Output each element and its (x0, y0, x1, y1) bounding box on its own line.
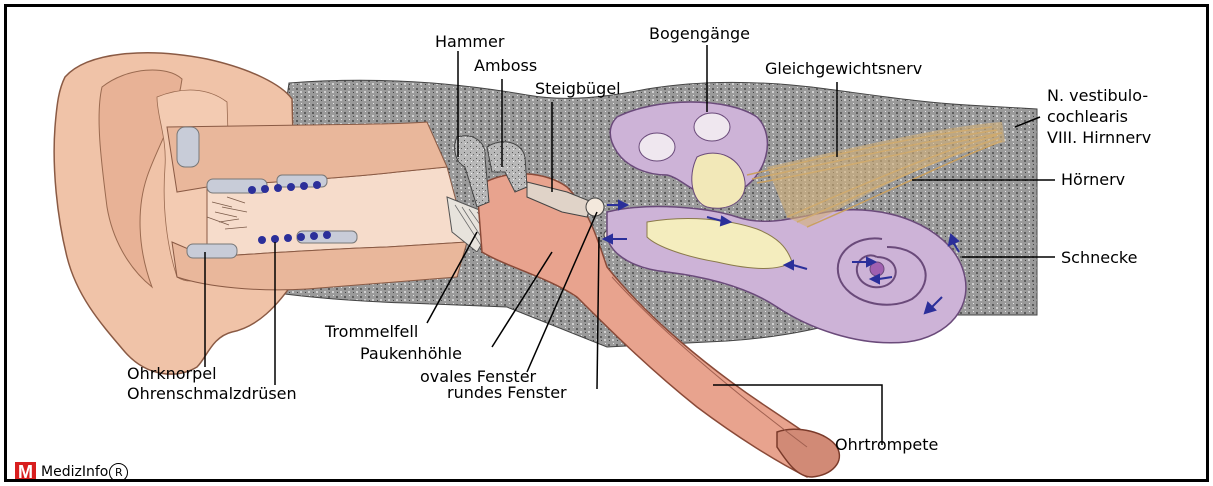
medizinfo-logo: M MedizInfo R (15, 461, 128, 482)
label-paukenhoehle: Paukenhöhle (360, 344, 462, 363)
canal-hole-2 (694, 113, 730, 141)
eustachian-tube-end (777, 429, 839, 477)
label-steigbuegel: Steigbügel (535, 79, 621, 98)
logo-name: MedizInfo (41, 464, 108, 480)
canal-hole-1 (639, 133, 675, 161)
label-ohrknorpel: Ohrknorpel (127, 364, 217, 383)
ear-anatomy-diagram: Hammer Amboss Steigbügel Bogengänge Glei… (7, 7, 1209, 482)
logo-letter-box: M (15, 462, 36, 482)
label-rundes-fenster: rundes Fenster (447, 383, 567, 402)
cartilage-4 (187, 244, 237, 258)
label-vestibulo-1: N. vestibulo- (1047, 86, 1148, 105)
cartilage-1 (177, 127, 199, 167)
label-gleichgewichtsnerv: Gleichgewichtsnerv (765, 59, 922, 78)
label-ohrtrompete: Ohrtrompete (835, 435, 938, 454)
label-hoernerv: Hörnerv (1061, 170, 1125, 189)
registered-mark: R (109, 463, 128, 482)
label-hammer: Hammer (435, 32, 505, 51)
label-schnecke: Schnecke (1061, 248, 1137, 267)
label-bogengaenge: Bogengänge (649, 24, 750, 43)
diagram-frame: Hammer Amboss Steigbügel Bogengänge Glei… (4, 4, 1209, 482)
label-trommelfell: Trommelfell (324, 322, 418, 341)
label-vestibulo-2: cochlearis (1047, 107, 1128, 126)
cartilage-2 (207, 179, 267, 193)
label-ohrenschmalzdruesen: Ohrenschmalzdrüsen (127, 384, 297, 403)
label-amboss: Amboss (474, 56, 537, 75)
label-vestibulo-3: VIII. Hirnnerv (1047, 128, 1151, 147)
oval-window (586, 198, 604, 216)
